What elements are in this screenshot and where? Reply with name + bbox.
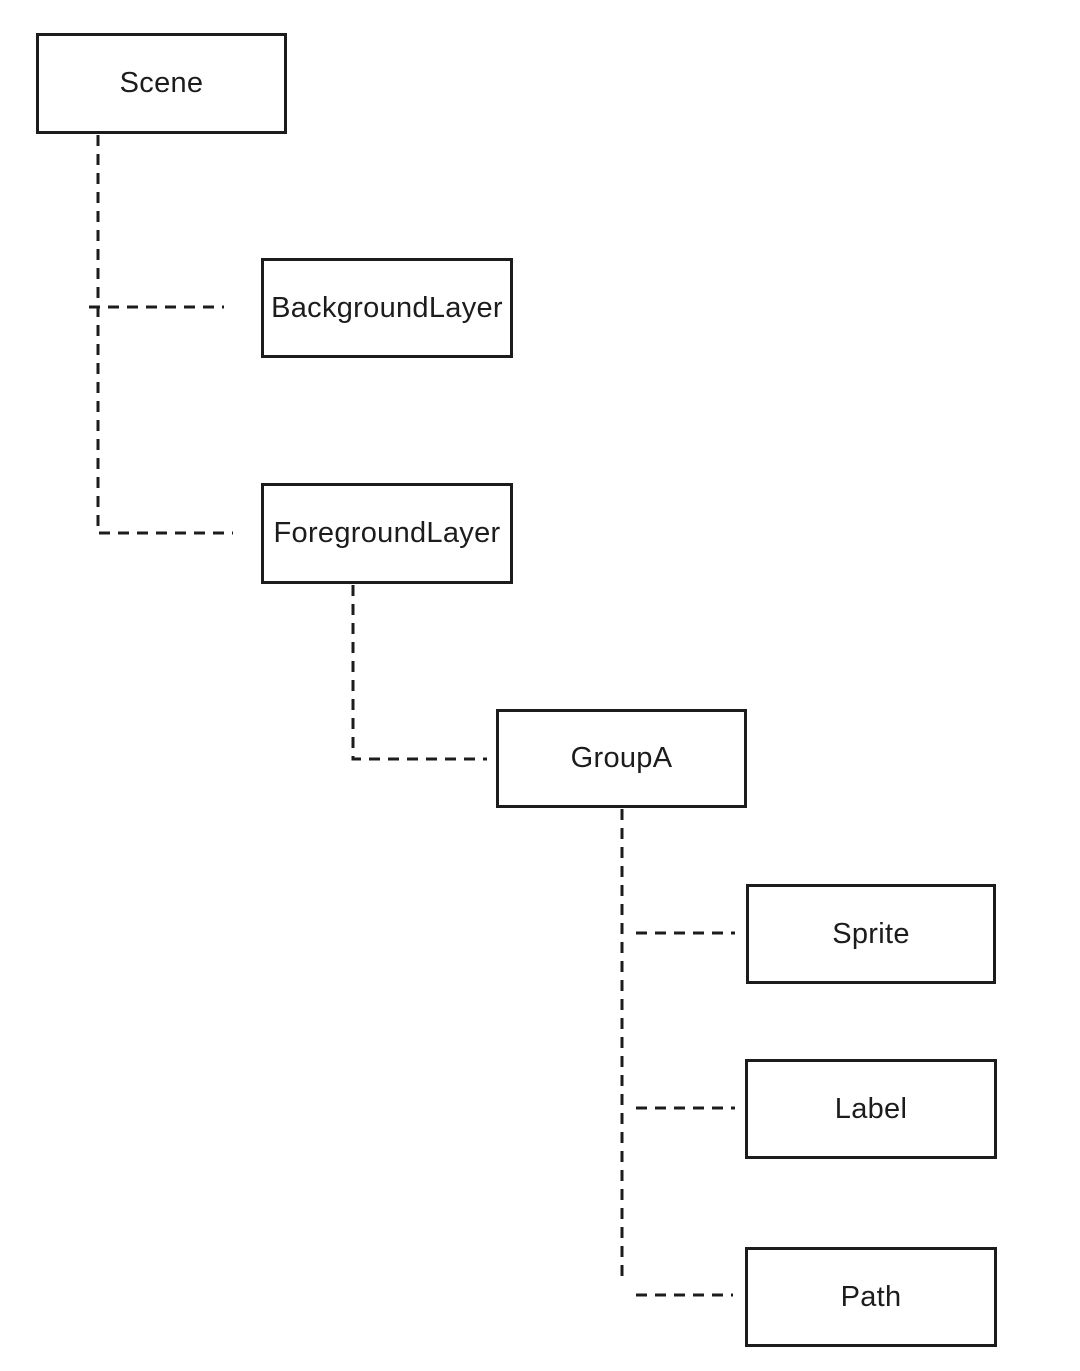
node-foreground-layer[interactable]: ForegroundLayer: [261, 483, 513, 584]
node-scene-label: Scene: [119, 67, 204, 99]
connector-foreground-groupa: [351, 585, 487, 761]
node-label-label: Label: [834, 1092, 908, 1125]
node-path-label: Path: [840, 1280, 902, 1313]
node-background-layer-label: BackgroundLayer: [271, 291, 503, 324]
node-sprite-label: Sprite: [832, 917, 910, 950]
node-group-a-label: GroupA: [570, 742, 673, 774]
node-group-a[interactable]: GroupA: [496, 709, 747, 808]
node-sprite[interactable]: Sprite: [746, 884, 996, 984]
node-background-layer[interactable]: BackgroundLayer: [261, 258, 513, 358]
connector-scene-foreground: [96, 135, 233, 535]
node-label[interactable]: Label: [745, 1059, 997, 1159]
node-path[interactable]: Path: [745, 1247, 997, 1347]
node-scene[interactable]: Scene: [36, 33, 287, 134]
node-foreground-layer-label: ForegroundLayer: [273, 517, 501, 549]
